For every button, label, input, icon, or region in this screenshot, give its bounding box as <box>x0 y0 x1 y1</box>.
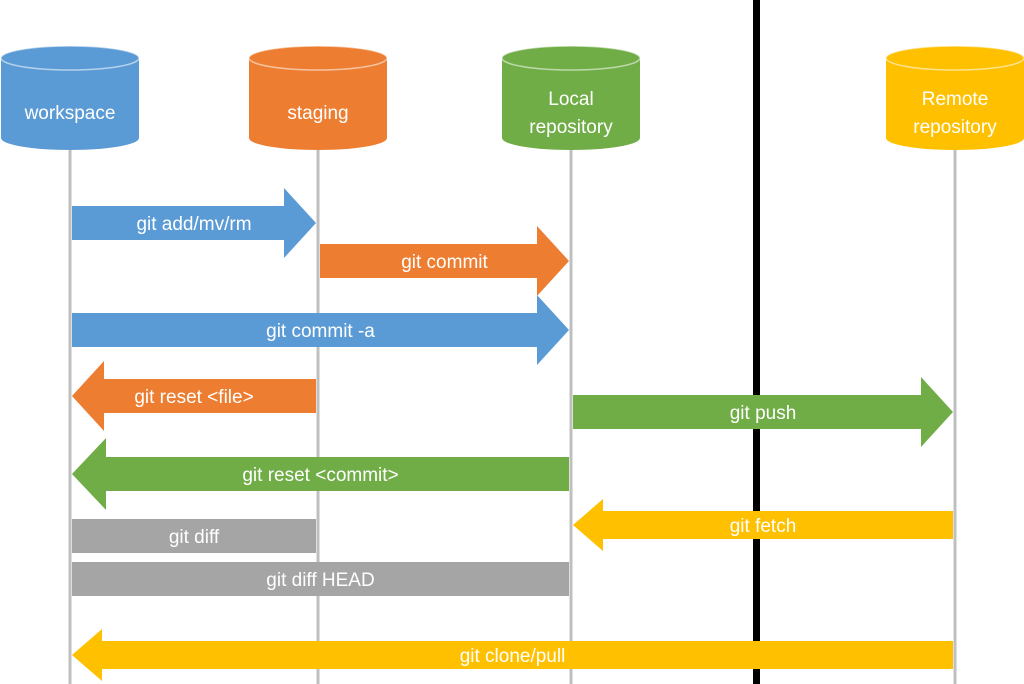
op-arrow <box>573 499 953 551</box>
op-arrow <box>573 377 953 447</box>
store-top <box>501 45 641 71</box>
op-git-add: git add/mv/rm <box>72 188 316 258</box>
op-git-push: git push <box>573 377 953 447</box>
store-body <box>502 58 640 150</box>
op-label: git clone/pull <box>460 646 566 667</box>
op-bar <box>72 519 316 553</box>
op-git-reset-commit: git reset <commit> <box>72 438 569 510</box>
op-label: git reset <commit> <box>242 465 398 486</box>
op-label: git diff <box>169 527 220 548</box>
lifeline-staging <box>316 140 320 684</box>
op-arrow <box>72 438 569 510</box>
local-remote-divider <box>753 0 760 684</box>
op-label: git fetch <box>730 516 797 537</box>
op-label: git push <box>730 403 797 424</box>
op-label: git commit <box>401 252 488 273</box>
op-arrow <box>72 188 316 258</box>
store-remote-repository: Remote repository <box>885 45 1024 150</box>
store-top <box>885 45 1024 71</box>
op-git-commit-a: git commit -a <box>72 295 569 365</box>
op-label: git diff HEAD <box>266 570 374 591</box>
op-git-reset-file: git reset <file> <box>72 361 316 431</box>
store-label: repository <box>913 117 997 138</box>
stores-layer: workspace staging Local repository Remote rep… <box>0 45 1024 150</box>
op-git-commit: git commit <box>320 226 569 296</box>
op-git-diff: git diff <box>72 519 316 553</box>
op-git-diff-head: git diff HEAD <box>72 562 569 596</box>
op-label: git reset <file> <box>134 387 253 408</box>
lifeline-local-repository <box>569 140 573 684</box>
operations-layer: git add/mv/rm git commit git commit -a git … <box>72 188 953 681</box>
store-label: Local <box>548 89 593 110</box>
lifeline-remote-repository <box>953 140 957 684</box>
store-label: repository <box>529 117 613 138</box>
store-top <box>248 45 388 71</box>
store-top <box>0 45 140 71</box>
op-arrow <box>72 295 569 365</box>
store-label: workspace <box>24 103 116 124</box>
store-body <box>886 58 1024 150</box>
op-git-fetch: git fetch <box>573 499 953 551</box>
store-label: Remote <box>922 89 989 110</box>
op-git-clone-pull: git clone/pull <box>72 629 953 681</box>
op-label: git add/mv/rm <box>136 214 251 235</box>
op-arrow <box>320 226 569 296</box>
store-body <box>1 58 139 150</box>
lifelines-layer <box>68 140 957 684</box>
lifeline-workspace <box>68 140 72 684</box>
store-workspace: workspace <box>0 45 140 150</box>
op-arrow <box>72 361 316 431</box>
op-arrow <box>72 629 953 681</box>
store-label: staging <box>287 103 348 124</box>
store-staging: staging <box>248 45 388 150</box>
op-label: git commit -a <box>266 321 375 342</box>
store-body <box>249 58 387 150</box>
store-local-repository: Local repository <box>501 45 641 150</box>
op-bar <box>72 562 569 596</box>
